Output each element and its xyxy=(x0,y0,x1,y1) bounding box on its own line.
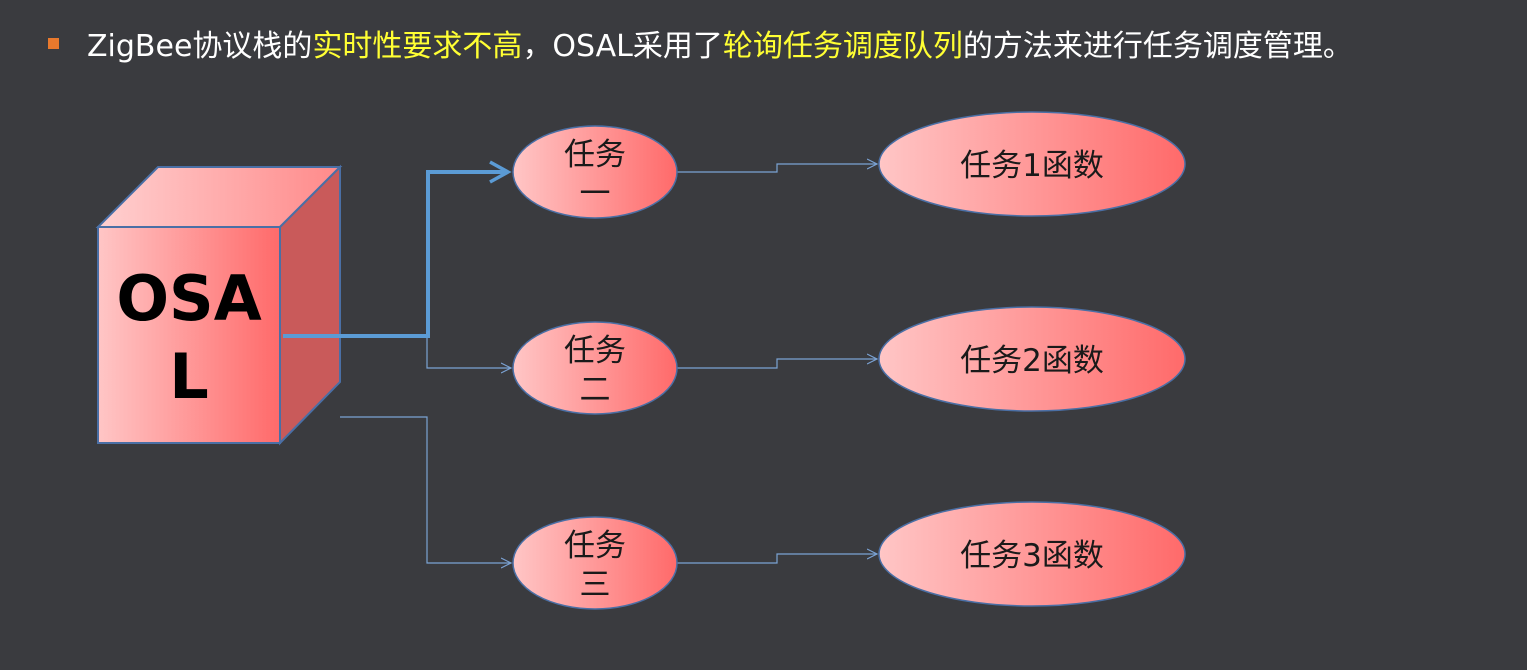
task-2-label-line1: 任务 xyxy=(564,333,626,369)
headline-highlight-polling: 轮询任务调度队列 xyxy=(722,29,963,64)
headline-suffix: 的方法来进行任务调度管理。 xyxy=(962,29,1353,64)
task-node-3: 任务 三 xyxy=(512,516,678,610)
connector-task2-function2 xyxy=(677,359,877,369)
task-1-label-line1: 任务 xyxy=(564,137,626,173)
cube-label-line1: OSA xyxy=(116,262,261,335)
headline: ZigBee协议栈的实时性要求不高，OSAL采用了轮询任务调度队列的方法来进行任… xyxy=(48,18,1353,68)
function-3-ellipse xyxy=(878,501,1186,607)
task-3-ellipse xyxy=(512,516,678,610)
function-2-ellipse xyxy=(878,306,1186,412)
connector-task1-function1 xyxy=(677,164,877,173)
task-3-label-line2: 三 xyxy=(580,567,611,603)
function-node-1: 任务1函数 xyxy=(878,111,1186,217)
connector-osal-task3 xyxy=(340,416,511,563)
headline-highlight-realtime: 实时性要求不高 xyxy=(312,29,523,64)
headline-prefix: ZigBee协议栈的 xyxy=(87,29,313,64)
function-1-ellipse xyxy=(878,111,1186,217)
task-3-label-line1: 任务 xyxy=(564,528,626,564)
headline-text: ZigBee协议栈的实时性要求不高，OSAL采用了轮询任务调度队列的方法来进行任… xyxy=(87,21,1353,65)
osal-cube: OSA L xyxy=(95,164,343,446)
function-node-3: 任务3函数 xyxy=(878,501,1186,607)
task-node-1: 任务 一 xyxy=(512,125,678,219)
connector-task3-function3 xyxy=(677,554,877,564)
task-node-2: 任务 二 xyxy=(512,321,678,415)
function-node-2: 任务2函数 xyxy=(878,306,1186,412)
bullet-icon xyxy=(48,37,59,49)
function-1-label: 任务1函数 xyxy=(960,148,1104,184)
task-2-label-line2: 二 xyxy=(580,372,611,408)
task-1-ellipse xyxy=(512,125,678,219)
active-arrow-osal-task1 xyxy=(283,160,512,338)
task-1-label-line2: 一 xyxy=(580,176,611,212)
headline-middle: ，OSAL采用了 xyxy=(522,29,723,64)
function-3-label: 任务3函数 xyxy=(960,538,1104,574)
task-2-ellipse xyxy=(512,321,678,415)
cube-front-face xyxy=(97,226,281,444)
cube-label-line2: L xyxy=(169,340,209,413)
function-2-label: 任务2函数 xyxy=(960,343,1104,379)
